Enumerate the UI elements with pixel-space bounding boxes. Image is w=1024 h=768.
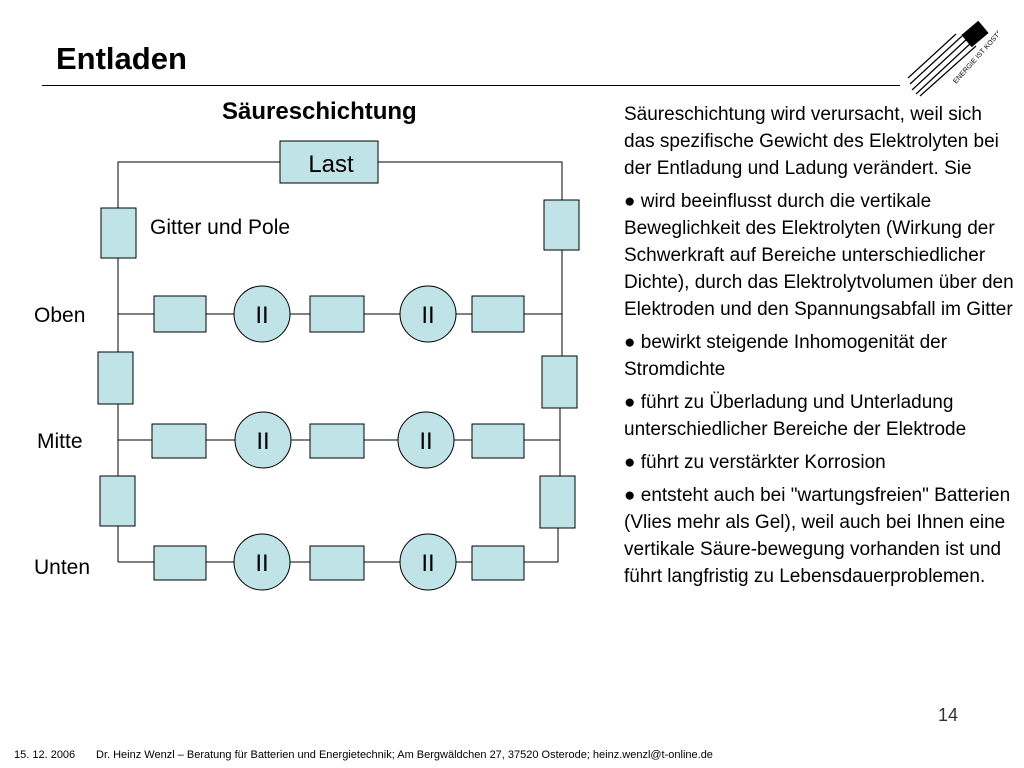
load-label: Last xyxy=(308,151,354,178)
explanation-text: Säureschichtung wird verursacht, weil si… xyxy=(624,101,1016,596)
row-label-middle: Mitte xyxy=(37,430,83,453)
row-resistor xyxy=(309,545,365,581)
right-pole-resistor xyxy=(543,199,580,251)
row-resistor xyxy=(309,423,365,459)
row-resistor xyxy=(153,545,207,581)
title-divider xyxy=(42,85,900,86)
cell-circle xyxy=(233,285,291,343)
right-grid-resistor xyxy=(541,355,578,409)
cell-symbol: II xyxy=(255,550,268,577)
bullet-item: ● führt zu verstärkter Korrosion xyxy=(624,452,886,473)
intro-paragraph: Säureschichtung wird verursacht, weil si… xyxy=(624,104,999,179)
bullet-item: ● wird beeinflusst durch die vertikale B… xyxy=(624,191,1014,320)
row-resistor xyxy=(151,423,207,459)
footer-date: 15. 12. 2006 xyxy=(14,749,76,761)
footer-text: Dr. Heinz Wenzl – Beratung für Batterien… xyxy=(96,749,713,761)
slide-title: Entladen xyxy=(56,41,187,76)
battery-logo-icon: ENERGIE IST KOSTBAR xyxy=(907,20,998,97)
cell-circle xyxy=(397,411,455,469)
battery-diagram: Last II II II II II II xyxy=(97,140,580,591)
cell-circle xyxy=(399,533,457,591)
cell-circle xyxy=(234,411,292,469)
row-resistor xyxy=(471,545,525,581)
bullet-item: ● führt zu Überladung und Unterladung un… xyxy=(624,392,967,440)
row-resistor xyxy=(471,423,525,459)
left-grid-resistor xyxy=(97,351,134,405)
bullet-item: ● entsteht auch bei "wartungsfreien" Bat… xyxy=(624,485,1011,587)
bullet-item: ● bewirkt steigende Inhomogenität der St… xyxy=(624,332,948,380)
row-label-bottom: Unten xyxy=(34,556,91,579)
cell-symbol: II xyxy=(419,428,432,455)
right-grid-resistor xyxy=(539,475,576,529)
row-label-top: Oben xyxy=(34,304,86,327)
cell-symbol: II xyxy=(256,428,269,455)
left-pole-resistor xyxy=(100,207,137,259)
cell-symbol: II xyxy=(421,550,434,577)
page-number: 14 xyxy=(938,705,959,725)
row-resistor xyxy=(153,295,207,333)
row-resistor xyxy=(471,295,525,333)
cell-circle xyxy=(233,533,291,591)
cell-symbol: II xyxy=(421,302,434,329)
cell-symbol: II xyxy=(255,302,268,329)
diagram-title: Säureschichtung xyxy=(222,98,417,125)
load-box xyxy=(279,140,379,184)
left-grid-resistor xyxy=(99,475,136,527)
row-resistor xyxy=(309,295,365,333)
grid-and-poles-label: Gitter und Pole xyxy=(150,216,291,239)
cell-circle xyxy=(399,285,457,343)
